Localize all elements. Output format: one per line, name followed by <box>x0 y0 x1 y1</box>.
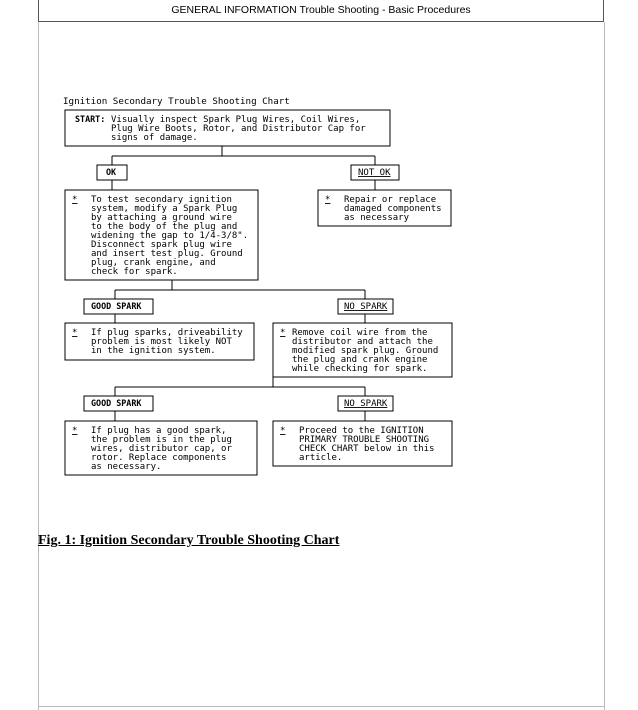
test-line-8: plug, crank engine, and <box>91 258 216 268</box>
no-spark-label-1: NO SPARK <box>344 302 388 312</box>
coil-line-3: modified spark plug. Ground <box>292 346 438 356</box>
plug-good-line-5: as necessary. <box>91 462 161 472</box>
figure-caption: Fig. 1: Ignition Secondary Trouble Shoot… <box>38 533 340 548</box>
header-title: GENERAL INFORMATION Trouble Shooting - B… <box>171 4 471 16</box>
test-line-1: To test secondary ignition <box>91 195 232 205</box>
repair-line-2: damaged components <box>344 204 442 214</box>
bottom-page-border <box>38 706 604 707</box>
coil-line-1: Remove coil wire from the <box>292 328 427 338</box>
repair-box <box>317 189 452 227</box>
page-header: GENERAL INFORMATION Trouble Shooting - B… <box>38 0 604 22</box>
coil-wire-box <box>272 322 453 378</box>
right-page-border <box>604 22 605 710</box>
start-line-3: signs of damage. <box>111 133 198 143</box>
test-line-5: widening the gap to 1/4-3/8". <box>91 231 248 241</box>
driveability-line-1: If plug sparks, driveability <box>91 328 243 338</box>
good-spark-label-2: GOOD SPARK <box>91 398 142 408</box>
good-spark-label-box-1 <box>83 298 154 315</box>
test-line-6: Disconnect spark plug wire <box>91 240 232 250</box>
bullet-marker: * <box>72 195 77 205</box>
bullet-marker: * <box>72 328 77 338</box>
test-line-9: check for spark. <box>91 267 178 277</box>
plug-good-spark-box <box>64 420 258 476</box>
good-spark-label-1: GOOD SPARK <box>91 301 142 311</box>
bullet-marker: * <box>280 328 285 338</box>
repair-line-1: Repair or replace <box>344 195 436 205</box>
bullet-marker: * <box>280 426 285 436</box>
plug-good-line-2: the problem is in the plug <box>91 435 232 445</box>
plug-good-line-3: wires, distributor cap, or <box>91 444 232 454</box>
plug-good-line-1: If plug has a good spark, <box>91 426 226 436</box>
good-spark-label-box-2 <box>83 395 154 412</box>
driveability-line-3: in the ignition system. <box>91 346 216 356</box>
proceed-line-3: CHECK CHART below in this <box>299 444 434 454</box>
start-line-2: Plug Wire Boots, Rotor, and Distributor … <box>111 124 366 134</box>
proceed-line-2: PRIMARY TROUBLE SHOOTING <box>299 435 429 445</box>
test-secondary-box <box>64 189 259 281</box>
coil-line-4: the plug and crank engine <box>292 355 427 365</box>
ok-label: OK <box>106 167 117 177</box>
coil-line-5: while checking for spark. <box>292 364 427 374</box>
coil-line-2: distributor and attach the <box>292 337 433 347</box>
no-spark-label-2: NO SPARK <box>344 399 388 409</box>
left-page-border <box>38 22 39 710</box>
not-ok-label: NOT OK <box>358 168 391 178</box>
bullet-marker: * <box>72 426 77 436</box>
test-line-7: and insert test plug. Ground <box>91 249 243 259</box>
proceed-line-1: Proceed to the IGNITION <box>299 426 424 436</box>
start-line-1: Visually inspect Spark Plug Wires, Coil … <box>111 115 360 125</box>
trouble-shooting-flowchart: Ignition Secondary Trouble Shooting Char… <box>63 96 453 476</box>
proceed-box <box>272 420 453 467</box>
start-label: START: <box>75 114 105 124</box>
test-line-2: system, modify a Spark Plug <box>91 204 237 214</box>
driveability-box <box>64 322 255 361</box>
chart-title: Ignition Secondary Trouble Shooting Char… <box>63 96 290 107</box>
plug-good-line-4: rotor. Replace components <box>91 453 226 463</box>
bullet-marker: * <box>325 195 330 205</box>
test-line-3: by attaching a ground wire <box>91 213 232 223</box>
repair-line-3: as necessary <box>344 213 410 223</box>
start-box <box>64 109 391 147</box>
test-line-4: to the body of the plug and <box>91 222 237 232</box>
proceed-line-4: article. <box>299 453 342 463</box>
driveability-line-2: problem is most likely NOT <box>91 337 232 347</box>
